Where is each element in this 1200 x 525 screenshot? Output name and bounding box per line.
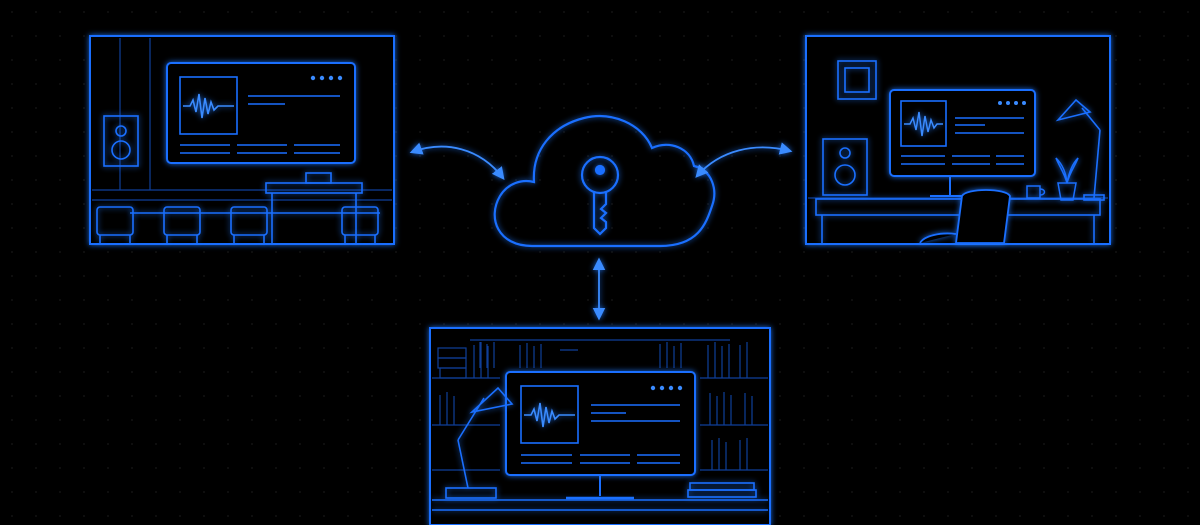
audio-waveform-icon	[900, 100, 947, 147]
meeting-room-wall	[92, 38, 392, 201]
screen-text-lines	[180, 95, 340, 154]
waveform-line	[524, 402, 575, 428]
potted-plant-icon	[1055, 157, 1079, 201]
arrow-hub-to-meeting-room	[409, 142, 505, 180]
waveform-line	[183, 93, 234, 119]
meeting-room-screen	[166, 62, 356, 164]
key-icon	[580, 155, 620, 236]
waveform-line	[904, 111, 943, 137]
desk-lamp-icon	[1055, 98, 1105, 201]
bookshelf-center	[470, 339, 730, 368]
screen-text-lines	[901, 117, 1024, 165]
desk	[815, 198, 1101, 243]
office-chair-row	[96, 206, 379, 243]
cloud-key-hub	[493, 115, 716, 248]
screen-text-lines	[521, 404, 680, 464]
bookshelf-right	[700, 342, 768, 471]
library-desk-monitor	[505, 371, 696, 500]
connection-arrows	[409, 142, 793, 321]
library-desk-node	[429, 327, 771, 525]
book-stack-icon	[687, 482, 757, 498]
picture-frame-icon	[837, 60, 877, 100]
window-dots-icon	[650, 385, 683, 391]
desk-lamp-icon	[445, 386, 514, 499]
audio-waveform-icon	[179, 76, 238, 135]
audio-waveform-icon	[520, 385, 579, 444]
home-office-monitor	[889, 89, 1036, 197]
coffee-mug-icon	[1026, 185, 1046, 199]
window-dots-icon	[310, 75, 343, 81]
office-chair-icon	[919, 189, 1011, 244]
window-dots-icon	[998, 101, 1026, 105]
speaker-icon	[822, 138, 868, 196]
bookshelf-left	[432, 342, 500, 471]
meeting-room-node	[89, 35, 395, 245]
speaker-icon	[103, 115, 139, 167]
library-desk-surface	[432, 499, 768, 511]
cloud-icon	[493, 115, 716, 248]
home-office-node	[805, 35, 1111, 245]
arrow-hub-to-home-office	[695, 142, 793, 178]
